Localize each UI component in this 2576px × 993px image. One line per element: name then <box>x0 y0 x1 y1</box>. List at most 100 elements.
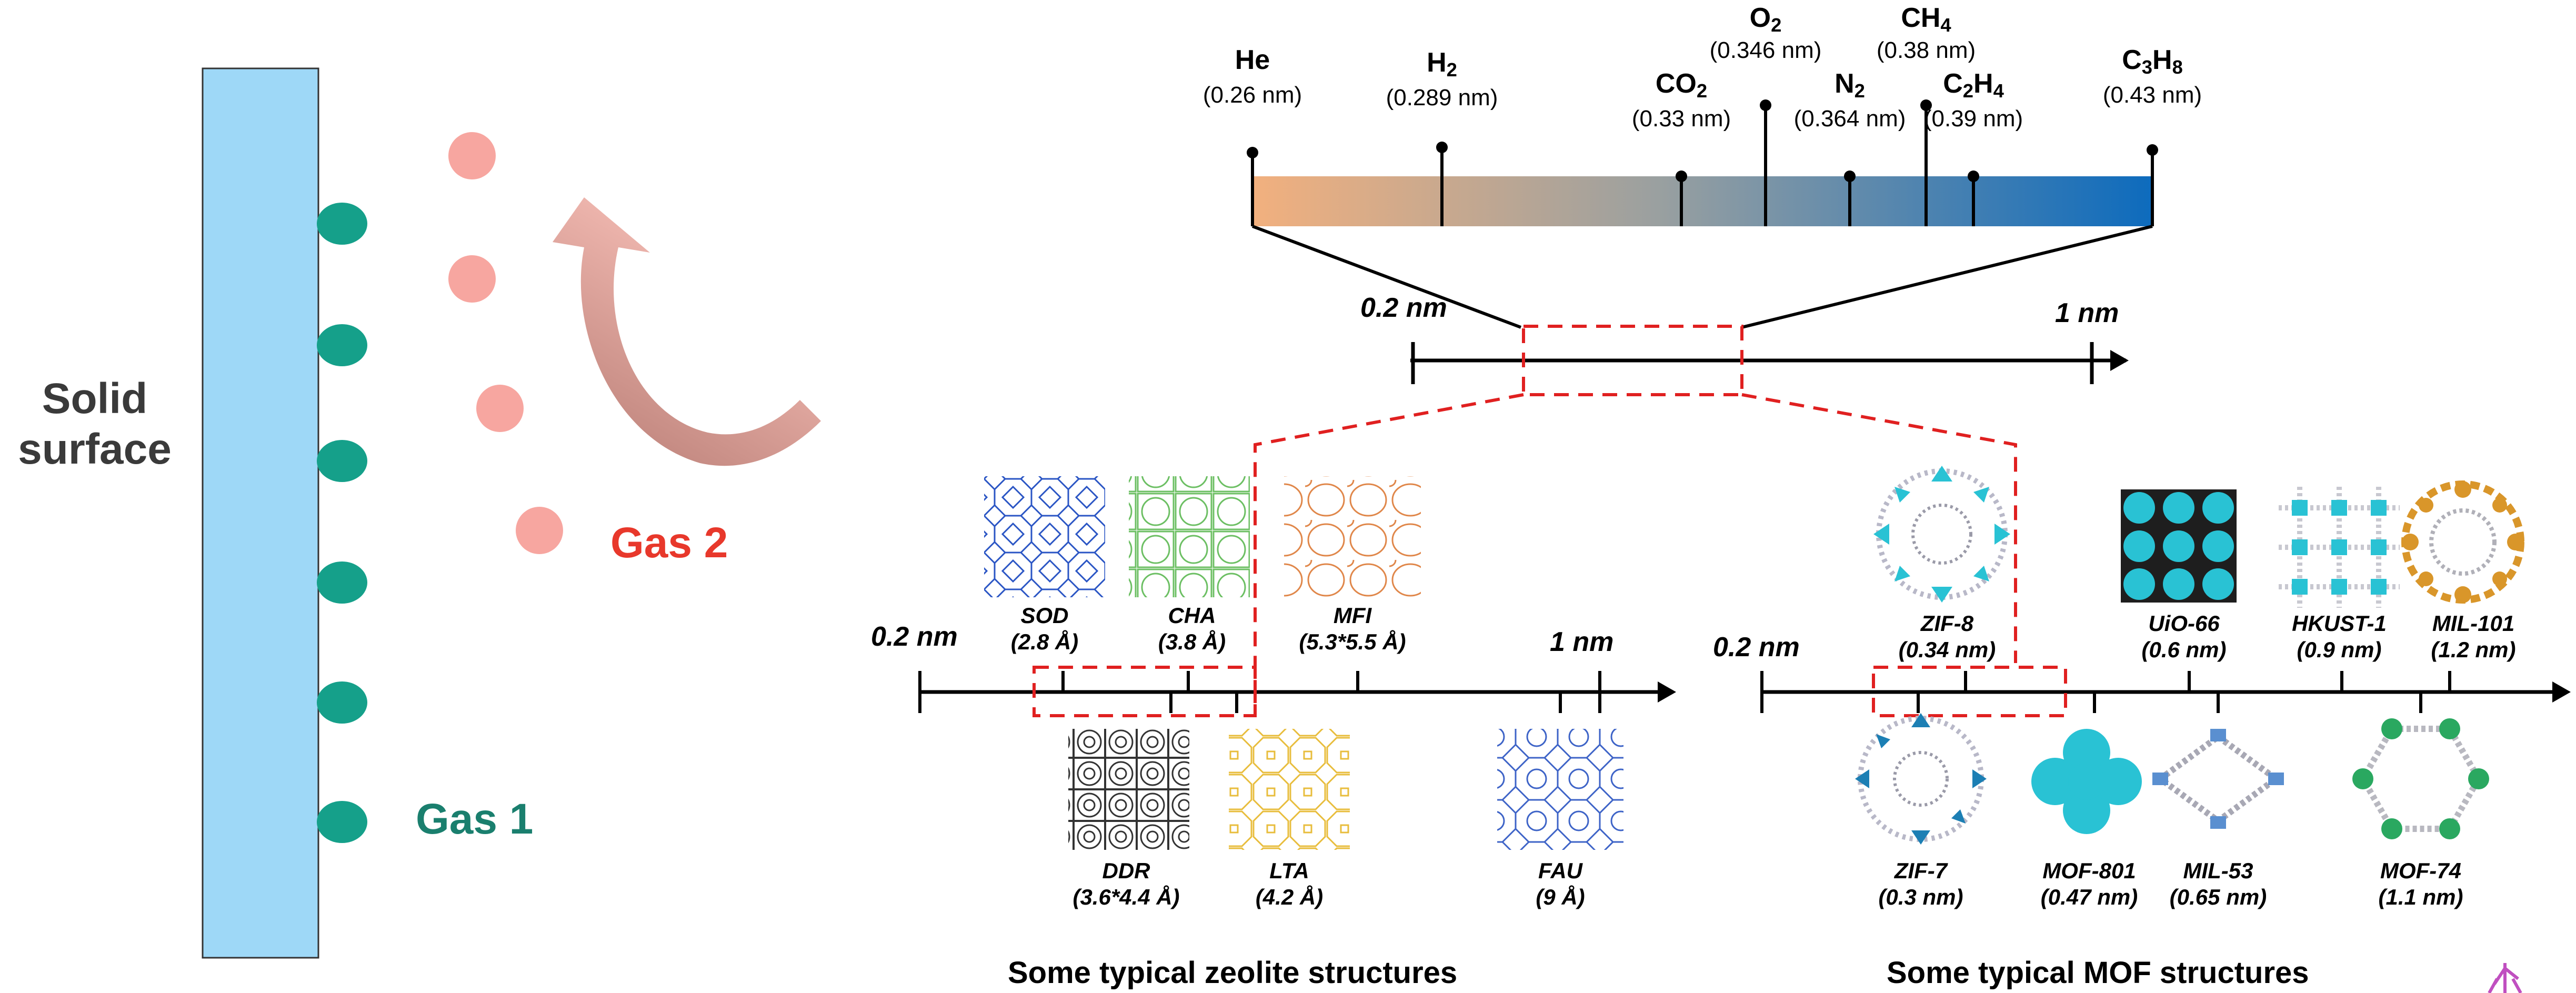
gas-size-c2h4: (0.39 nm) <box>1923 106 2023 132</box>
mfi-name: MFI <box>1333 603 1372 628</box>
mil-101-label: MIL-101 (1.2 nm) <box>2408 610 2539 663</box>
corner-logo-icon <box>2488 963 2522 993</box>
main-scale-end-label: 1 nm <box>2055 298 2119 328</box>
gas1-molecule <box>317 440 367 482</box>
gas2-molecule <box>448 132 496 179</box>
zif-7-label: ZIF-7 (0.3 nm) <box>1858 858 1984 910</box>
gas1-molecule <box>317 561 367 604</box>
mof-caption: Some typical MOF structures <box>1887 956 2309 990</box>
arrowhead <box>1658 681 1676 703</box>
sod-size: (2.8 Å) <box>1010 629 1079 654</box>
gas-name-he: He <box>1235 45 1270 75</box>
mil-101-size: (1.2 nm) <box>2431 637 2516 662</box>
hkust-1-size: (0.9 nm) <box>2297 637 2382 662</box>
gas1-molecule <box>317 681 367 724</box>
sod-label: SOD (2.8 Å) <box>989 603 1100 655</box>
cha-name: CHA <box>1168 603 1216 628</box>
mof-74-label: MOF-74 (1.1 nm) <box>2355 858 2487 910</box>
mof-scale-start-label: 0.2 nm <box>1713 632 1800 663</box>
hkust-1-name: HKUST-1 <box>2292 611 2387 636</box>
mfi-structure-image <box>1284 476 1421 597</box>
zeolite-scale-end-label: 1 nm <box>1550 627 1614 657</box>
mil-53-size: (0.65 nm) <box>2169 885 2267 909</box>
gas-pins <box>1247 99 2158 226</box>
mil-101-name: MIL-101 <box>2432 611 2515 636</box>
gas-pin-head <box>1436 142 1448 153</box>
mof-801-label: MOF-801 (0.47 nm) <box>2021 858 2158 910</box>
cha-size: (3.8 Å) <box>1158 629 1226 654</box>
fau-structure-image <box>1497 729 1623 850</box>
arrowhead <box>2110 350 2129 371</box>
surface-label-line1: Solid <box>42 375 148 423</box>
gas-size-ch4: (0.38 nm) <box>1876 37 1976 63</box>
cha-structure-image <box>1129 476 1250 597</box>
ddr-structure-image <box>1068 729 1189 850</box>
cha-label: CHA (3.8 Å) <box>1137 603 1247 655</box>
zeolite-caption: Some typical zeolite structures <box>1008 956 1458 990</box>
gas-size-o2: (0.346 nm) <box>1709 37 1822 63</box>
gas2-molecules <box>448 132 563 554</box>
gas-pin-head <box>1968 170 1979 182</box>
mil-53-name: MIL-53 <box>2183 858 2253 883</box>
gas-pin-head <box>1676 170 1687 182</box>
fau-name: FAU <box>1538 858 1582 883</box>
gas1-molecule <box>317 801 367 843</box>
mfi-label: MFI (5.3*5.5 Å) <box>1274 603 1431 655</box>
gas-pin-head <box>2147 144 2158 156</box>
zeolite-ticks <box>918 671 1601 713</box>
gas-pin-head <box>1247 147 1258 158</box>
gas-diameter-gradient-bar <box>1252 176 2152 226</box>
zeolite-highlight-box <box>1033 666 1257 717</box>
surface-label: Solid surface <box>0 374 189 475</box>
mil-53-structure-image <box>2152 729 2284 829</box>
solid-surface-slab <box>202 67 319 959</box>
gas-size-he: (0.26 nm) <box>1202 82 1302 108</box>
gas-size-c3h8: (0.43 nm) <box>2102 82 2202 108</box>
zeolite-scale-start-label: 0.2 nm <box>871 621 958 652</box>
ddr-size: (3.6*4.4 Å) <box>1073 885 1180 909</box>
hkust-1-structure-image <box>2279 487 2400 608</box>
mof-801-name: MOF-801 <box>2042 858 2136 883</box>
gas-name-c2h4: C2H4 <box>1943 68 2004 102</box>
gas1-molecule <box>317 324 367 366</box>
gas2-molecule <box>516 507 563 554</box>
gas-name-n2: N2 <box>1835 68 1865 102</box>
gas-size-h2: (0.289 nm) <box>1386 85 1498 111</box>
gas-name-co2: CO2 <box>1655 68 1708 102</box>
gas1-molecules <box>317 203 367 843</box>
uio-66-structure-image <box>2121 489 2237 603</box>
surface-label-line2: surface <box>18 425 172 473</box>
main-scale-start-label: 0.2 nm <box>1360 293 1447 323</box>
lta-size: (4.2 Å) <box>1255 885 1324 909</box>
sod-structure-image <box>984 476 1105 597</box>
gas-size-n2: (0.364 nm) <box>1793 106 1906 132</box>
ddr-name: DDR <box>1102 858 1150 883</box>
gas-name-o2: O2 <box>1749 3 1782 36</box>
gas1-molecule <box>317 203 367 245</box>
arrowhead <box>2552 681 2571 703</box>
hkust-1-label: HKUST-1 (0.9 nm) <box>2273 610 2405 663</box>
gas2-molecule <box>476 385 524 432</box>
zoom-dash-zeolite <box>1254 393 1524 713</box>
lta-name: LTA <box>1269 858 1309 883</box>
mof-74-size: (1.1 nm) <box>2378 885 2463 909</box>
uio-66-name: UiO-66 <box>2148 611 2220 636</box>
zif-8-name: ZIF-8 <box>1920 611 1974 636</box>
mof-74-structure-image <box>2352 718 2489 839</box>
gas1-label: Gas 1 <box>416 795 534 843</box>
gas2-label: Gas 2 <box>610 519 728 567</box>
gas-name-h2: H2 <box>1427 47 1457 81</box>
sod-name: SOD <box>1020 603 1069 628</box>
lta-label: LTA (4.2 Å) <box>1231 858 1347 910</box>
zif-7-size: (0.3 nm) <box>1878 885 1963 909</box>
uio-66-label: UiO-66 (0.6 nm) <box>2121 610 2247 663</box>
zif-7-name: ZIF-7 <box>1894 858 1948 883</box>
fau-size: (9 Å) <box>1536 885 1585 909</box>
uio-66-size: (0.6 nm) <box>2141 637 2227 662</box>
fau-label: FAU (9 Å) <box>1505 858 1616 910</box>
mil-53-label: MIL-53 (0.65 nm) <box>2152 858 2284 910</box>
gas-pin-head <box>1844 170 1856 182</box>
zif-8-structure-image <box>1873 466 2010 603</box>
